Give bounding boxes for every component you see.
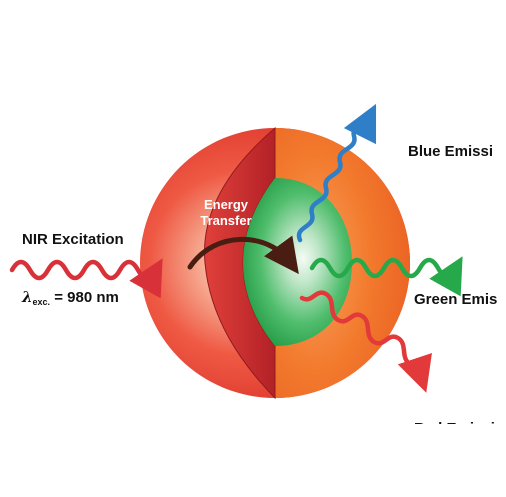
green-emission-wave xyxy=(309,256,463,297)
blue-emission-wave xyxy=(296,103,377,243)
energy-transfer-arrow xyxy=(187,235,299,275)
energy-transfer-label-line2: Transfer xyxy=(200,213,251,228)
lambda-label: λexc. = 980 nm xyxy=(21,288,119,307)
crop-mask xyxy=(380,424,506,497)
energy-transfer-label-line1: Energy xyxy=(204,197,249,212)
red-emission-wave xyxy=(299,290,432,393)
green-emission-label: Green Emis xyxy=(414,291,497,308)
nir-excitation-wave xyxy=(9,258,163,299)
blue-emission-label: Blue Emissi xyxy=(408,143,493,160)
lambda-value: = 980 nm xyxy=(50,289,119,306)
nir-excitation-label: NIR Excitation xyxy=(22,231,124,248)
lambda-symbol: λ xyxy=(21,288,33,306)
lambda-subscript: exc. xyxy=(33,297,51,307)
